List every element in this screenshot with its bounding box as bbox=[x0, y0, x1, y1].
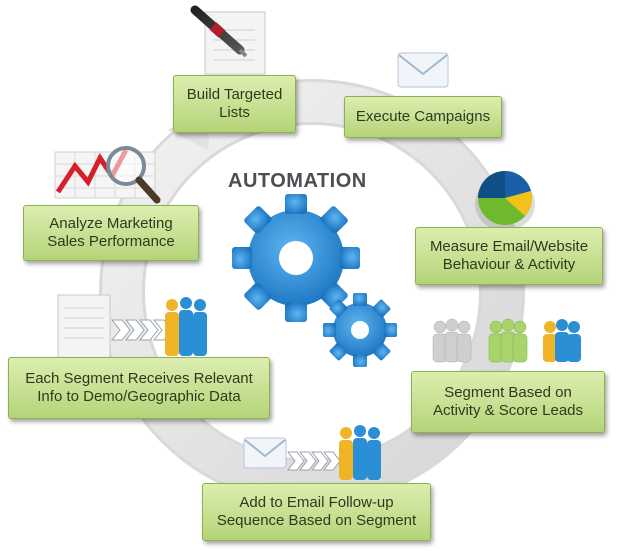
people-groups-icon bbox=[432, 318, 581, 363]
large-gear-icon bbox=[232, 194, 360, 322]
analytics-magnifier-icon bbox=[54, 146, 161, 204]
step-measure-email-website: Measure Email/Website Behaviour & Activi… bbox=[415, 227, 603, 285]
step-analyze-performance: Analyze Marketing Sales Performance bbox=[23, 205, 199, 261]
envelope-icon bbox=[397, 52, 449, 88]
small-gear-icon bbox=[323, 293, 397, 367]
step-segment-receives-info: Each Segment Receives Relevant Info to D… bbox=[8, 357, 270, 419]
step-execute-campaigns: Execute Campaigns bbox=[344, 96, 502, 138]
step-build-targeted-lists: Build Targeted Lists bbox=[173, 75, 296, 133]
email-to-segment-icon bbox=[243, 425, 381, 480]
step-segment-score-leads: Segment Based on Activity & Score Leads bbox=[411, 371, 605, 433]
pie-chart-icon bbox=[475, 171, 535, 231]
pen-document-icon bbox=[190, 5, 266, 75]
document-to-segment-icon bbox=[57, 294, 207, 360]
diagram-title: AUTOMATION bbox=[228, 170, 367, 192]
step-add-email-followup: Add to Email Follow-up Sequence Based on… bbox=[202, 483, 431, 541]
